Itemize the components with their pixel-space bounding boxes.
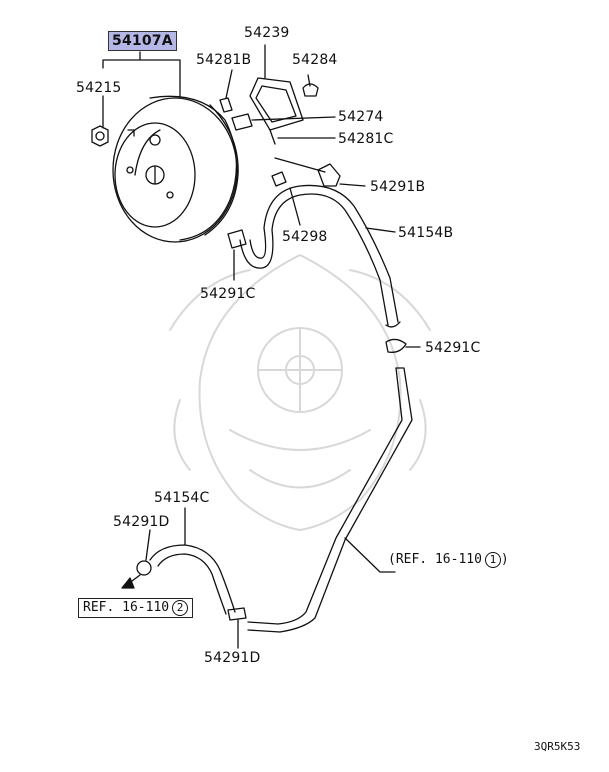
assembly-bracket — [102, 51, 181, 129]
ref-2-text: REF. 16-110 — [83, 600, 170, 615]
diagram-code: 3QR5K53 — [534, 740, 581, 753]
clamp-54291d-top — [136, 529, 152, 576]
label-54274: 54274 — [338, 109, 384, 125]
label-54291c-right: 54291C — [425, 340, 481, 356]
stud-54281b — [219, 69, 233, 113]
cap-54284 — [302, 74, 319, 97]
label-54291c-top: 54291C — [200, 286, 256, 302]
hose-54154b — [239, 184, 401, 328]
ref-1-close: ) — [500, 552, 509, 567]
label-54281b: 54281B — [196, 52, 252, 68]
check-valve-54274 — [231, 113, 336, 131]
watermark-emblem — [169, 254, 431, 531]
nut-54215 — [91, 125, 109, 147]
long-pipe — [247, 367, 413, 633]
brake-booster — [112, 95, 239, 243]
ref-2-number: 2 — [172, 600, 189, 616]
label-54291d-bottom: 54291D — [204, 650, 261, 666]
pin-54281c — [269, 129, 336, 145]
label-54154b: 54154B — [398, 225, 454, 241]
label-54154c: 54154C — [154, 490, 210, 506]
clamp-54291c-right — [385, 338, 421, 353]
hose-54154c — [149, 507, 236, 615]
clamp-54291d-bottom — [227, 607, 247, 649]
label-54284: 54284 — [292, 52, 338, 68]
label-54298: 54298 — [282, 229, 328, 245]
fitting-54298 — [271, 171, 301, 226]
label-54281c: 54281C — [338, 131, 394, 147]
ref-1-text: (REF. 16-110 — [388, 552, 482, 567]
label-54239: 54239 — [244, 25, 290, 41]
ref-1-number: 1 — [484, 552, 501, 568]
label-54107a: 54107A — [108, 31, 177, 51]
label-54291d-top: 54291D — [113, 514, 170, 530]
clamp-54291c-top — [227, 229, 247, 281]
clamp-54291b — [274, 157, 366, 187]
label-54215: 54215 — [76, 80, 122, 96]
label-54291b: 54291B — [370, 179, 426, 195]
ref-arrow — [121, 574, 141, 589]
